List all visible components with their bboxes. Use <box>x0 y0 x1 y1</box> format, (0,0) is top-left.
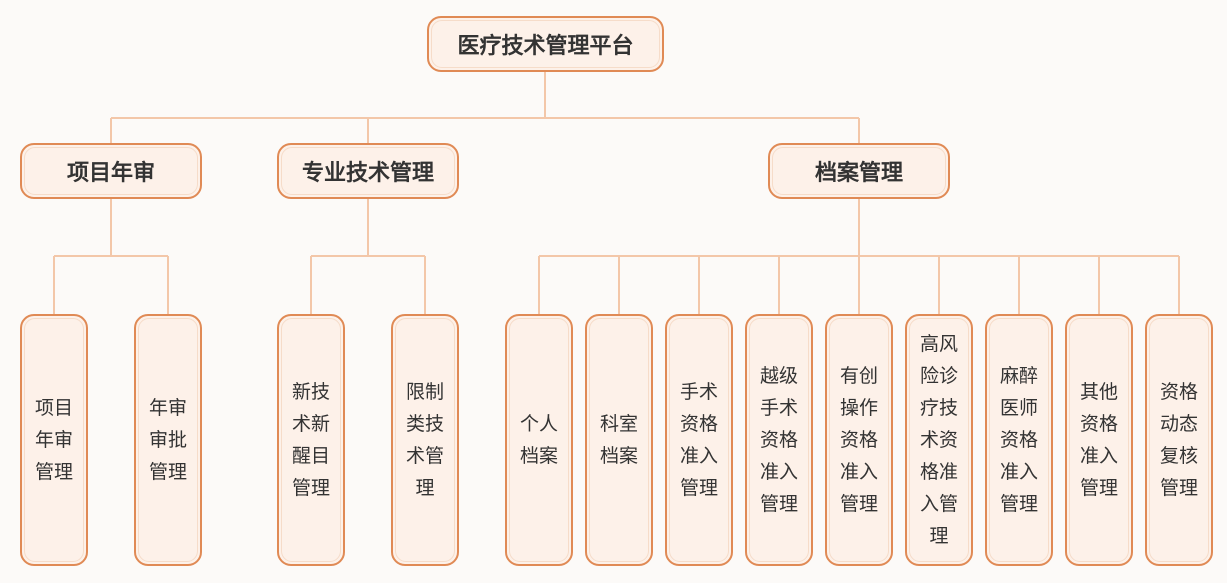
leaf-node: 有创 操作 资格 准入 管理 <box>825 314 893 566</box>
category-label: 专业技术管理 <box>301 161 434 186</box>
category-node-professional-tech: 专业技术管理 <box>277 143 459 199</box>
leaf-node: 越级 手术 资格 准入 管理 <box>745 314 813 566</box>
root-node: 医疗技术管理平台 <box>427 16 664 72</box>
leaf-node: 资格 动态 复核 管理 <box>1145 314 1213 566</box>
leaf-node: 项目 年审 管理 <box>20 314 88 566</box>
leaf-label: 新技 术新 醒目 管理 <box>291 381 330 499</box>
leaf-label: 资格 动态 复核 管理 <box>1159 381 1198 499</box>
leaf-label: 高风 险诊 疗技 术资 格准 入管 理 <box>919 333 958 547</box>
leaf-label: 年审 审批 管理 <box>148 397 187 483</box>
leaf-node: 个人 档案 <box>505 314 573 566</box>
leaf-node: 新技 术新 醒目 管理 <box>277 314 345 566</box>
category-node-archive: 档案管理 <box>768 143 950 199</box>
leaf-label: 麻醉 医师 资格 准入 管理 <box>999 365 1038 515</box>
leaf-label: 科室 档案 <box>599 413 638 467</box>
leaf-label: 手术 资格 准入 管理 <box>679 381 718 499</box>
leaf-node: 手术 资格 准入 管理 <box>665 314 733 566</box>
leaf-label: 限制 类技 术管 理 <box>405 381 444 499</box>
leaf-label: 越级 手术 资格 准入 管理 <box>759 365 798 515</box>
leaf-node: 科室 档案 <box>585 314 653 566</box>
leaf-node: 其他 资格 准入 管理 <box>1065 314 1133 566</box>
leaf-node: 年审 审批 管理 <box>134 314 202 566</box>
leaf-node: 高风 险诊 疗技 术资 格准 入管 理 <box>905 314 973 566</box>
category-label: 项目年审 <box>66 161 155 186</box>
leaf-label: 个人 档案 <box>519 413 558 467</box>
category-node-annual-review: 项目年审 <box>20 143 202 199</box>
leaf-label: 项目 年审 管理 <box>34 397 73 483</box>
leaf-node: 麻醉 医师 资格 准入 管理 <box>985 314 1053 566</box>
leaf-node: 限制 类技 术管 理 <box>391 314 459 566</box>
category-label: 档案管理 <box>814 161 903 186</box>
leaf-label: 有创 操作 资格 准入 管理 <box>839 365 878 515</box>
leaf-label: 其他 资格 准入 管理 <box>1079 381 1118 499</box>
root-label: 医疗技术管理平台 <box>457 34 634 59</box>
